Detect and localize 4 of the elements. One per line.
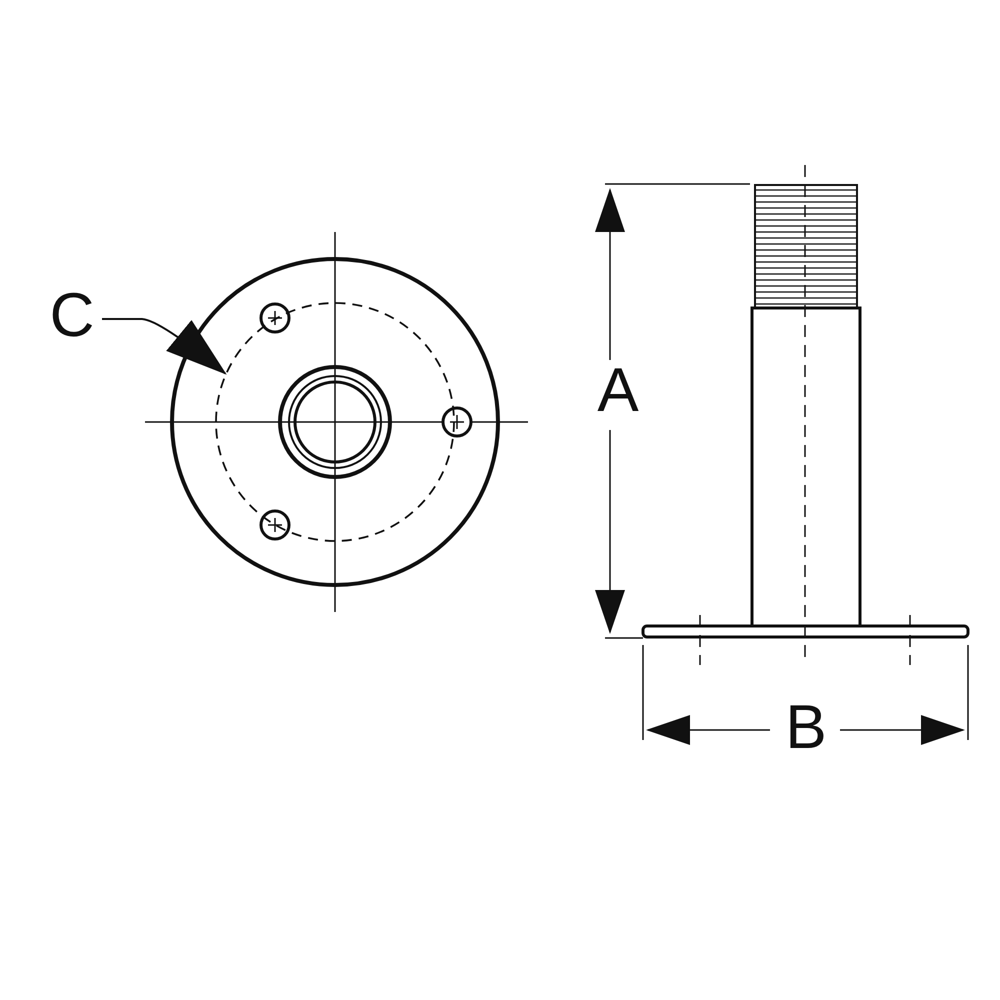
dimension-label: B: [784, 697, 828, 759]
dimension-label: A: [596, 360, 640, 422]
leader-line: [102, 318, 227, 375]
callout-letter: C: [42, 285, 102, 353]
